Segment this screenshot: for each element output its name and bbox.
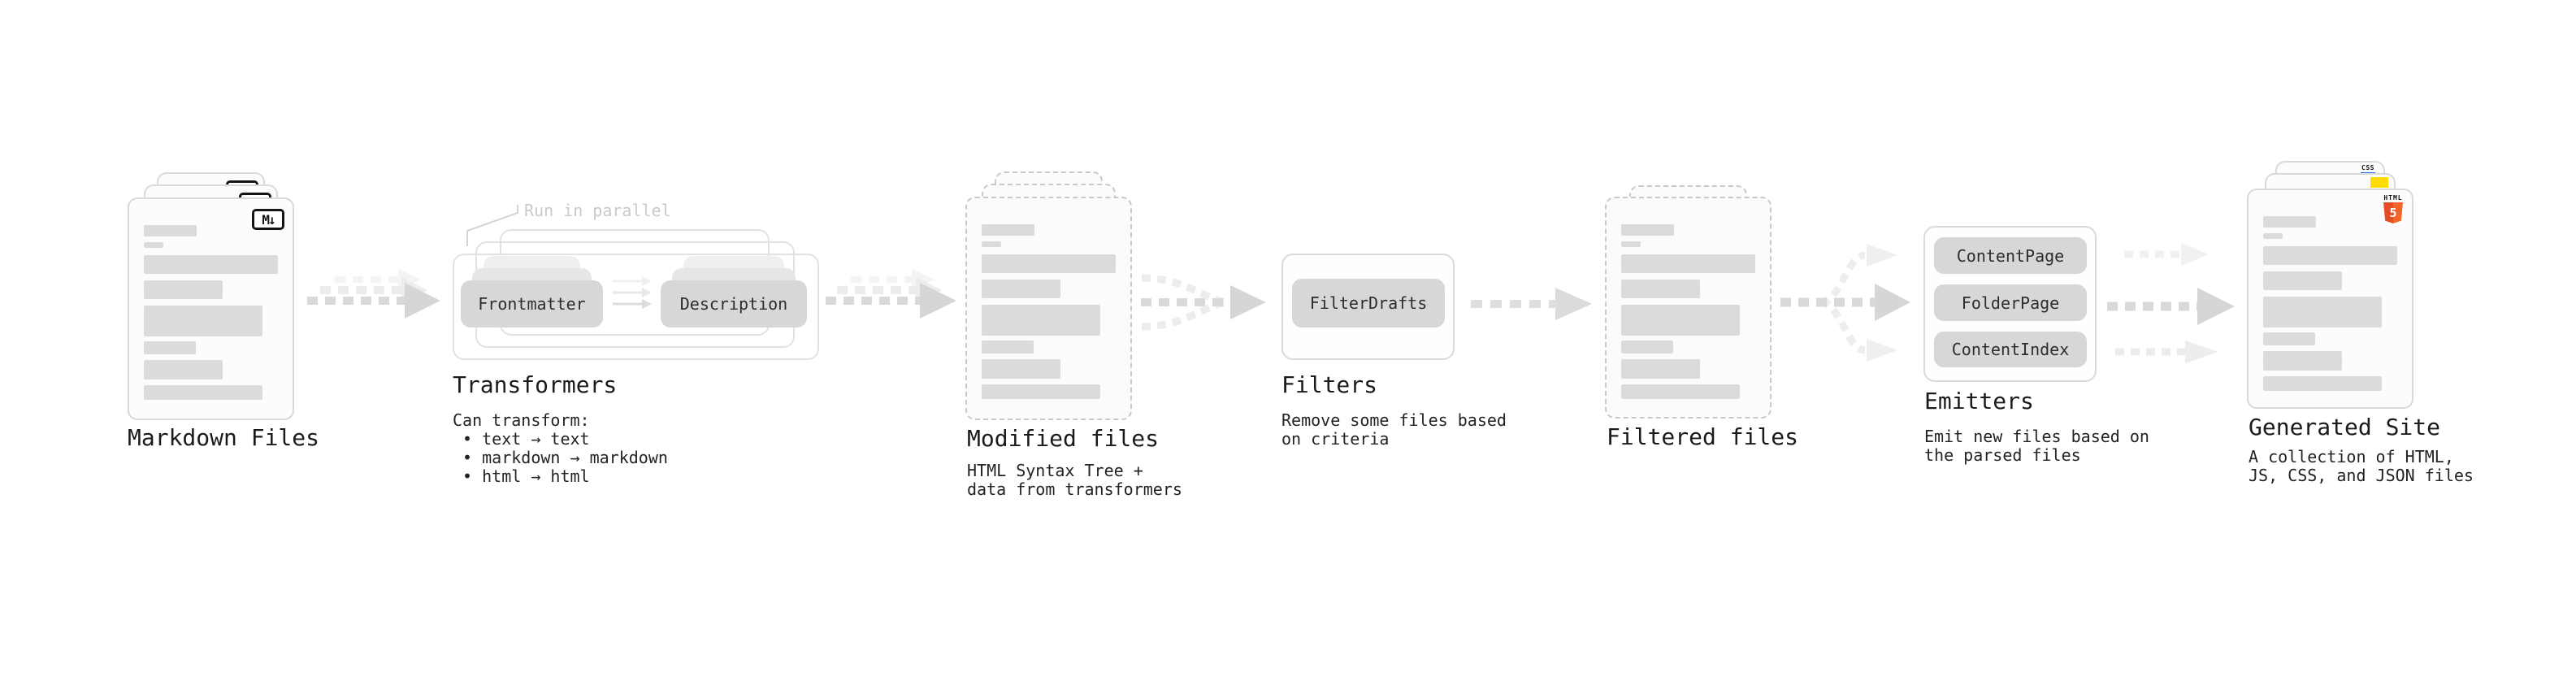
transformers-description: Can transform: • text → text • markdown … — [453, 411, 668, 486]
html5-icon-shield: 5 — [2383, 202, 2403, 223]
arrow-markdown-to-transformers — [307, 268, 440, 319]
placeholder-bar — [144, 225, 197, 236]
placeholder-bar — [982, 241, 1001, 247]
emitters-desc-line: Emit new files based on — [1924, 427, 2149, 446]
pill-folderpage: FolderPage — [1934, 284, 2087, 321]
transformers-bullet: • markdown → markdown — [453, 448, 668, 467]
placeholder-bar — [144, 306, 262, 336]
placeholder-bar — [1621, 359, 1700, 379]
placeholder-bar — [982, 384, 1100, 399]
placeholder-bar — [144, 280, 223, 299]
placeholder-bar — [1621, 241, 1641, 247]
modified-files-description: HTML Syntax Tree + data from transformer… — [967, 462, 1182, 499]
filtered-files-label: Filtered files — [1607, 423, 1799, 450]
placeholder-bar — [2263, 332, 2315, 345]
generated-desc-line: JS, CSS, and JSON files — [2249, 466, 2474, 485]
html5-icon-label: HTML — [2383, 194, 2403, 202]
emitters-desc-line: the parsed files — [1924, 445, 2081, 465]
placeholder-bar — [982, 280, 1060, 298]
generated-desc-line: A collection of HTML, — [2249, 447, 2454, 466]
modified-files-label: Modified files — [967, 425, 1160, 452]
filters-description: Remove some files based on criteria — [1281, 411, 1507, 449]
placeholder-bar — [1621, 224, 1674, 236]
placeholder-bar — [2263, 271, 2342, 290]
placeholder-bar — [144, 255, 278, 274]
markdown-icon: M↓ — [252, 209, 284, 230]
modified-desc-line: HTML Syntax Tree + — [967, 461, 1143, 480]
placeholder-bar — [2263, 246, 2397, 265]
placeholder-bar — [1621, 280, 1700, 298]
placeholder-bar — [1621, 384, 1740, 399]
placeholder-bar — [144, 242, 163, 248]
generated-site-card: HTML 5 — [2247, 189, 2413, 409]
emitters-label: Emitters — [1924, 388, 2034, 414]
markdown-files-label: Markdown Files — [128, 424, 320, 451]
run-in-parallel-annotation: Run in parallel — [524, 201, 671, 220]
arrow-modified-to-filters — [1141, 274, 1266, 331]
filtered-file-card — [1605, 197, 1772, 419]
generated-site-label: Generated Site — [2249, 414, 2441, 440]
filters-label: Filters — [1281, 371, 1378, 398]
arrow-transformers-to-modified — [826, 268, 956, 319]
pill-frontmatter: Frontmatter — [461, 280, 603, 327]
placeholder-bar — [144, 341, 196, 354]
placeholder-bar — [1621, 305, 1740, 336]
transformers-bullet: • text → text — [453, 429, 590, 449]
modified-file-card — [965, 197, 1132, 420]
parallel-arrows-icon — [613, 276, 652, 309]
transformers-box-front — [453, 254, 819, 360]
placeholder-bar — [1621, 254, 1755, 273]
arrow-filtered-to-emitters — [1780, 244, 1910, 362]
generated-site-description: A collection of HTML, JS, CSS, and JSON … — [2249, 448, 2474, 485]
pill-contentpage: ContentPage — [1934, 237, 2087, 274]
placeholder-bar — [982, 224, 1034, 236]
modified-desc-line: data from transformers — [967, 479, 1182, 499]
css-icon-label: CSS — [2361, 164, 2374, 171]
placeholder-bar — [2263, 351, 2342, 371]
transformers-label: Transformers — [453, 371, 618, 398]
placeholder-bar — [144, 385, 262, 400]
pill-contentindex: ContentIndex — [1934, 332, 2087, 367]
arrow-emitters-to-generated — [2107, 243, 2235, 363]
placeholder-bar — [982, 305, 1100, 336]
placeholder-bar — [144, 360, 223, 380]
placeholder-bar — [982, 359, 1060, 379]
transformers-bullet: • html → html — [453, 466, 590, 486]
filters-desc-line: Remove some files based — [1281, 410, 1507, 430]
js-icon — [2370, 177, 2388, 188]
html5-icon-digit: 5 — [2389, 206, 2397, 220]
filters-desc-line: on criteria — [1281, 429, 1390, 449]
placeholder-bar — [2263, 216, 2316, 228]
placeholder-bar — [1621, 340, 1673, 354]
placeholder-bar — [2263, 233, 2283, 239]
placeholder-bar — [2263, 297, 2382, 327]
transformers-desc-title: Can transform: — [453, 410, 590, 430]
arrow-filters-to-filtered — [1471, 288, 1592, 320]
placeholder-bar — [982, 340, 1034, 354]
placeholder-bar — [982, 254, 1116, 273]
markdown-file-card: M↓ — [128, 197, 294, 420]
emitters-description: Emit new files based on the parsed files — [1924, 427, 2149, 465]
pill-description: Description — [661, 280, 807, 327]
placeholder-bar — [2263, 376, 2382, 391]
html5-icon: HTML 5 — [2383, 194, 2404, 223]
run-in-parallel-leader-line — [466, 205, 518, 246]
pill-filterdrafts: FilterDrafts — [1292, 279, 1445, 327]
